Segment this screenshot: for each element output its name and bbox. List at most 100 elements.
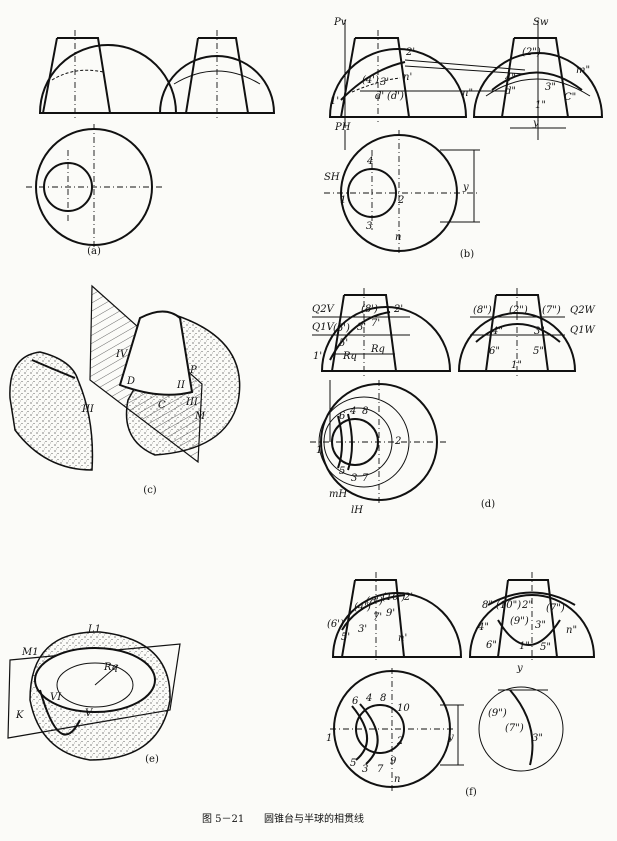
mark-4: 4 [365, 693, 372, 704]
mark-c-dprime: C" [564, 92, 576, 103]
panel-e-marks: L1 M1 Rq VI V K [15, 624, 118, 721]
panel-c-cut-piece [9, 351, 94, 471]
mark-7: 7 [362, 473, 369, 484]
mark-1: 1 [340, 195, 346, 206]
panel-b-marks: Pv Sw 2' (2") (4') 3' n' 1' d' (d') 4" d… [324, 17, 590, 243]
panel-d: Q2V (8') 2' Q1V (6') 5' 3' 7' Rq Rq 1' (… [310, 288, 596, 516]
mark-ndprime: n" [566, 625, 577, 636]
mark-ph: PH [334, 122, 351, 133]
mark-ii: II [176, 380, 186, 391]
mark-6prime: (6') [327, 619, 344, 630]
mark-m: M [194, 411, 206, 422]
panel-c-marks: IV D C II III P M III [81, 349, 206, 422]
mark-3: 3 [366, 221, 372, 232]
mark-y-side: y [532, 118, 539, 129]
mark-iv: IV [115, 349, 129, 360]
mark-n: n [395, 232, 401, 243]
mark-v: V [85, 708, 94, 719]
mark-l1: L1 [87, 624, 101, 635]
mark-5dprime: 5" [540, 642, 551, 653]
mark-2prime: 2' [393, 304, 403, 315]
mark-4prime: (4') [362, 75, 379, 86]
panel-a-label: (a) [87, 246, 101, 257]
mark-c: C [158, 400, 166, 411]
mark-6dprime: 6" [489, 346, 500, 357]
mark-7prime: 7' [373, 612, 382, 623]
mark-y-top: y [447, 732, 454, 743]
panel-a-side-view [158, 30, 276, 118]
mark-6dprime: 6" [486, 640, 497, 651]
mark-1prime: 1' [313, 351, 322, 362]
mark-8prime: (8') [361, 304, 378, 315]
panel-e: L1 M1 Rq VI V K (e) [7, 624, 181, 765]
mark-7: 7 [377, 764, 384, 775]
mark-10prime: (10') [382, 592, 405, 603]
mark-9prime: 9' [386, 608, 395, 619]
mark-10: 10 [397, 703, 410, 714]
mark-7prime: 7' [371, 318, 380, 329]
mark-iii-right: III [185, 397, 199, 408]
mark-y-side: y [516, 663, 523, 674]
mark-2: 2 [396, 736, 403, 747]
mark-8dprime: 8" [482, 600, 493, 611]
panel-f-label: (f) [465, 787, 477, 798]
mark-7dprime: (7") [542, 305, 561, 316]
mark-3prime: 3' [357, 322, 366, 333]
mark-pv: Pv [333, 17, 347, 28]
mark-1dprime: 1" [519, 641, 530, 652]
mark-4prime: (4') [354, 602, 371, 613]
mark-3prime: 3' [380, 77, 389, 88]
mark-8: 8 [362, 406, 368, 417]
mark-2dprime: (2") [522, 47, 541, 58]
panel-a: (a) [26, 30, 276, 257]
mark-1dprime: 1" [535, 100, 546, 111]
mark-5dprime: 5" [533, 346, 544, 357]
mark-lh: lH [351, 505, 363, 516]
mark-3dprime: 3" [535, 620, 546, 631]
mark-rq-left: Rq [342, 351, 357, 362]
mark-q2w: Q2W [570, 305, 596, 316]
mark-5prime: 5' [339, 338, 348, 349]
mark-10dprime: (10") [496, 600, 521, 611]
mark-1: 1 [326, 733, 332, 744]
mark-n: n [394, 774, 400, 785]
mark-4dprime: 4" [477, 622, 489, 633]
mark-3prime: 3' [358, 624, 367, 635]
mark-q1v: Q1V [312, 322, 336, 333]
panel-b: Pv Sw 2' (2") (4') 3' n' 1' d' (d') 4" d… [324, 17, 604, 260]
mark-sh: SH [324, 172, 340, 183]
panel-f: (6') (4') (8') (10') 2' 5' 3' 7' 9' n' 8… [326, 572, 596, 798]
panel-f-side-view [468, 572, 596, 662]
panel-f-marks: (6') (4') (8') (10') 2' 5' 3' 7' 9' n' 8… [326, 592, 577, 785]
mark-7dprime-detail: (7") [505, 723, 524, 734]
mark-8dprime: (8") [473, 305, 492, 316]
mark-n-dprime: n" [462, 88, 473, 99]
mark-7dprime: (7") [546, 603, 565, 614]
mark-6: 6 [339, 411, 346, 422]
panel-b-projector-2 [404, 65, 526, 75]
panel-b-side-view [472, 20, 604, 140]
mark-sw: Sw [533, 17, 549, 28]
panel-c: IV D C II III P M III (c) [9, 284, 241, 496]
panel-c-label: (c) [143, 485, 157, 496]
mark-k: K [15, 710, 24, 721]
mark-q1w: Q1W [570, 325, 596, 336]
panel-f-top-view [330, 668, 464, 792]
mark-4: 4 [366, 156, 373, 167]
mark-5: 5 [339, 466, 345, 477]
panel-d-side-view [457, 288, 577, 378]
mark-2: 2 [397, 195, 404, 206]
mark-q2v: Q2V [312, 304, 336, 315]
panel-a-front-view [38, 30, 178, 118]
mark-6: 6 [352, 696, 359, 707]
panel-a-top-view [26, 124, 162, 250]
panel-d-front-view [312, 288, 452, 376]
panel-c-frustum [118, 310, 194, 396]
mark-6prime: (6') [333, 323, 350, 334]
mark-8: 8 [380, 693, 386, 704]
mark-p: P [189, 365, 197, 376]
caption-title: 圆锥台与半球的相贯线 [264, 812, 364, 825]
mark-rq: Rq [103, 662, 118, 673]
mark-1dprime: 1" [511, 360, 522, 371]
